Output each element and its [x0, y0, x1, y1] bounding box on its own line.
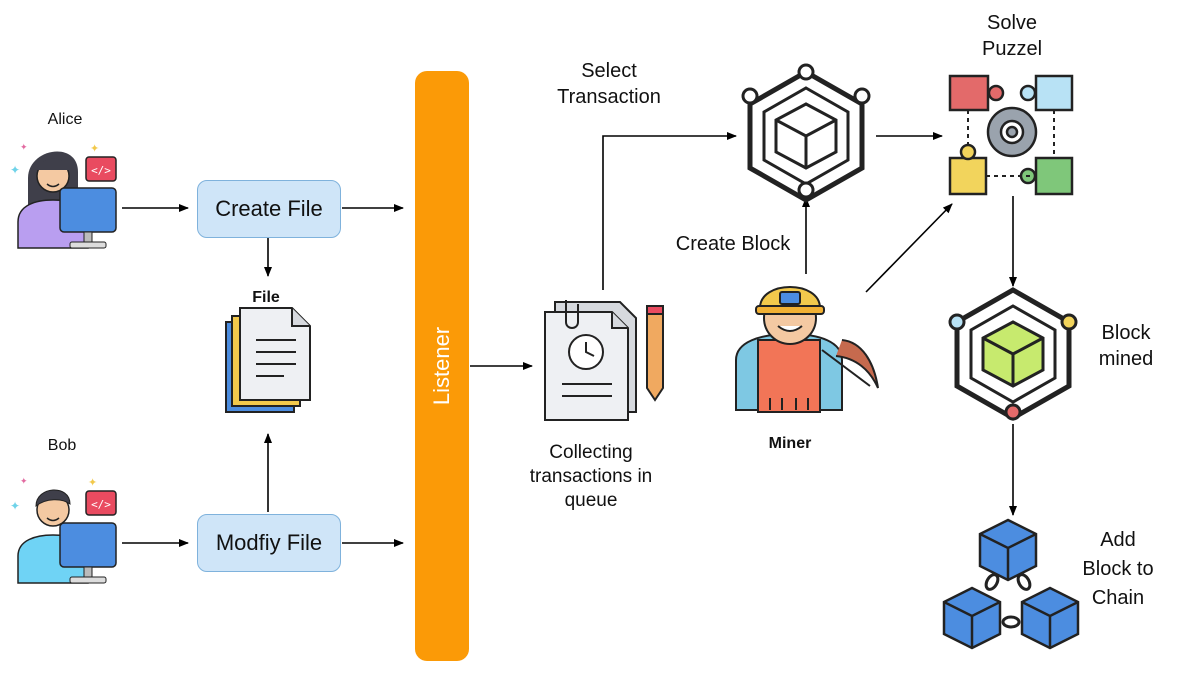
modify-file-box[interactable]: Modfiy File: [197, 514, 341, 572]
solve-line-1: Solve: [986, 12, 1038, 34]
create-block-label: Create Block: [675, 233, 791, 255]
collecting-line-2: transactions in: [529, 466, 653, 487]
svg-text:✦: ✦: [10, 499, 20, 513]
svg-text:</>: </>: [91, 498, 111, 511]
block-mined-label: Block mined: [1078, 320, 1174, 372]
svg-text:✦: ✦: [88, 477, 97, 489]
add-line-2: Block to: [1082, 558, 1154, 580]
alice-label: Alice: [47, 111, 83, 128]
svg-text:✦: ✦: [20, 476, 28, 486]
file-label: File: [252, 289, 280, 306]
arrow-miner-to-puzzle: [865, 203, 953, 293]
bob-label: Bob: [47, 437, 77, 454]
svg-text:</>: </>: [91, 164, 111, 177]
arrow-queue-to-block: [602, 132, 737, 290]
solve-puzzle-label: Solve Puzzel: [960, 10, 1064, 62]
mined-line-2: mined: [1098, 348, 1154, 370]
svg-text:✦: ✦: [90, 143, 99, 155]
svg-text:✦: ✦: [20, 142, 28, 152]
svg-text:✦: ✦: [10, 163, 20, 177]
add-line-3: Chain: [1091, 587, 1145, 609]
select-transaction-label: Select Transaction: [537, 58, 681, 110]
create-file-box[interactable]: Create File: [197, 180, 341, 238]
collecting-line-3: queue: [564, 490, 618, 511]
listener-bar: Listener: [415, 71, 469, 661]
add-block-label: Add Block to Chain: [1062, 526, 1174, 613]
add-line-1: Add: [1100, 529, 1136, 551]
select-line-1: Select: [581, 60, 637, 82]
miner-label: Miner: [768, 435, 812, 452]
select-line-2: Transaction: [557, 86, 661, 108]
mined-line-1: Block: [1101, 322, 1151, 344]
collecting-label: Collecting transactions in queue: [516, 441, 666, 513]
collecting-line-1: Collecting: [549, 442, 633, 463]
solve-line-2: Puzzel: [981, 38, 1043, 60]
